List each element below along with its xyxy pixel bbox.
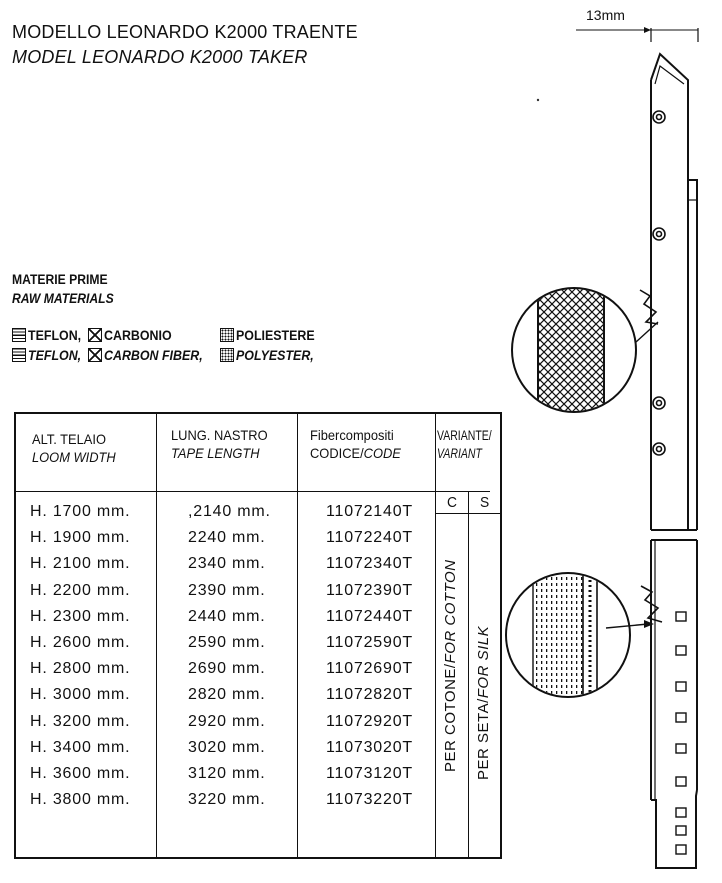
header-code-en2: CODE [363,445,401,461]
polyester-swatch-icon [219,348,234,362]
materials-heading-english: RAW MATERIALS [12,291,114,306]
header-loom-width-en: LOOM WIDTH [32,449,116,465]
variant-s-label: S [480,494,490,511]
code-cell: 11072590T [326,634,413,651]
tape-length-cell: 3120 mm. [188,765,266,782]
code-cell: 11073020T [326,738,413,756]
loom-width-cell: H. 3600 mm. [30,765,131,782]
loom-width-cell: H. 2200 mm. [30,581,131,599]
loom-width-cell: H. 2600 mm. [30,634,131,651]
code-cell: 11072440T [326,607,413,625]
loom-width-cell: H. 1900 mm. [30,529,131,547]
tape-length-cell: 3020 mm. [188,738,266,756]
code-cell: 11072690T [326,660,413,678]
column-divider [468,491,469,857]
code-cell: 11072240T [326,529,413,547]
tape-length-cell: 2440 mm. [188,607,266,625]
header-divider [16,491,490,492]
code-cell: 11072140T [326,503,413,520]
carbon-swatch-icon [87,348,102,362]
carbon-swatch-icon [87,328,102,342]
column-divider [435,414,436,857]
header-tape-length-en: TAPE LENGTH [171,445,260,461]
teflon-swatch-icon [12,348,26,362]
loom-width-cell: H. 2800 mm. [30,660,131,678]
code-cell: 11072340T [326,555,413,573]
header-variant-it: VARIANTE/ [437,427,492,443]
carbon-label: CARBON FIBER, [103,347,203,363]
code-cell: 11072920T [326,712,413,730]
loom-width-cell: H. 3800 mm. [30,791,131,809]
header-code-en: CODICE/ [310,445,364,461]
tape-length-cell: 2920 mm. [188,712,266,730]
spec-table: ALT. TELAIO LOOM WIDTH LUNG. NASTRO TAPE… [14,412,502,859]
header-loom-width: ALT. TELAIO LOOM WIDTH [32,430,116,466]
title-english: MODEL LEONARDO K2000 TAKER [12,47,308,67]
polyester-label: POLIESTERE [235,327,315,343]
tape-length-cell: 3220 mm. [188,791,266,809]
code-cell: 11073120T [326,765,413,782]
variant-c-label: C [447,494,457,511]
magnified-section-carbon [511,287,659,413]
teflon-swatch-icon [12,328,26,342]
tape-upper-section [650,52,698,531]
column-divider [297,414,298,857]
loom-width-cell: H. 2100 mm. [30,555,131,573]
polyester-label: POLYESTER, [235,347,314,363]
header-code: Fibercompositi CODICE/CODE [310,426,401,462]
break-mark-icon [640,585,663,623]
materials-legend-italian: TEFLON, CARBONIO POLIESTERE [12,327,321,343]
header-variant-en: VARIANT [437,445,482,461]
rivet-icon [652,110,666,456]
loom-width-cell: H. 1700 mm. [30,503,131,520]
tape-length-cell: 2690 mm. [188,660,266,678]
title-italian: MODELLO LEONARDO K2000 TRAENTE [12,22,358,42]
teflon-label: TEFLON, [28,347,82,363]
tape-length-cell: 2820 mm. [188,686,266,704]
carbon-label: CARBONIO [103,327,172,343]
loom-width-cell: H. 3400 mm. [30,738,131,756]
tape-length-cell: 2390 mm. [188,581,266,599]
magnified-section-polyester [505,572,654,698]
tape-lower-section [650,539,698,869]
tape-length-cell: 2240 mm. [188,529,266,547]
tape-length-cell: 2340 mm. [188,555,266,573]
code-cell: 11073220T [326,791,413,809]
materials-heading-italian: MATERIE PRIME [12,272,108,287]
code-cell: 11072820T [326,686,413,704]
column-divider [156,414,157,857]
header-code-it: Fibercompositi [310,427,394,443]
slot-icon [675,611,687,855]
code-cell: 11072390T [326,581,413,599]
header-tape-length-it: LUNG. NASTRO [171,427,268,443]
dimension-indicator [576,27,699,42]
loom-width-cell: H. 3200 mm. [30,712,131,730]
polyester-swatch-icon [219,328,234,342]
break-mark-icon [639,289,659,325]
header-tape-length: LUNG. NASTRO TAPE LENGTH [171,426,268,462]
loom-width-cell: H. 3000 mm. [30,686,131,704]
dimension-label: 13mm [586,7,625,23]
header-loom-width-it: ALT. TELAIO [32,431,106,447]
loom-width-cell: H. 2300 mm. [30,607,131,625]
tape-length-cell: 2590 mm. [188,634,266,651]
teflon-label: TEFLON, [28,327,82,343]
header-variant: VARIANTE/ VARIANT [437,426,492,462]
tape-length-cell: ,2140 mm. [188,503,271,520]
materials-legend-english: TEFLON, CARBON FIBER, POLYESTER, [12,347,320,363]
variant-divider [435,513,502,514]
